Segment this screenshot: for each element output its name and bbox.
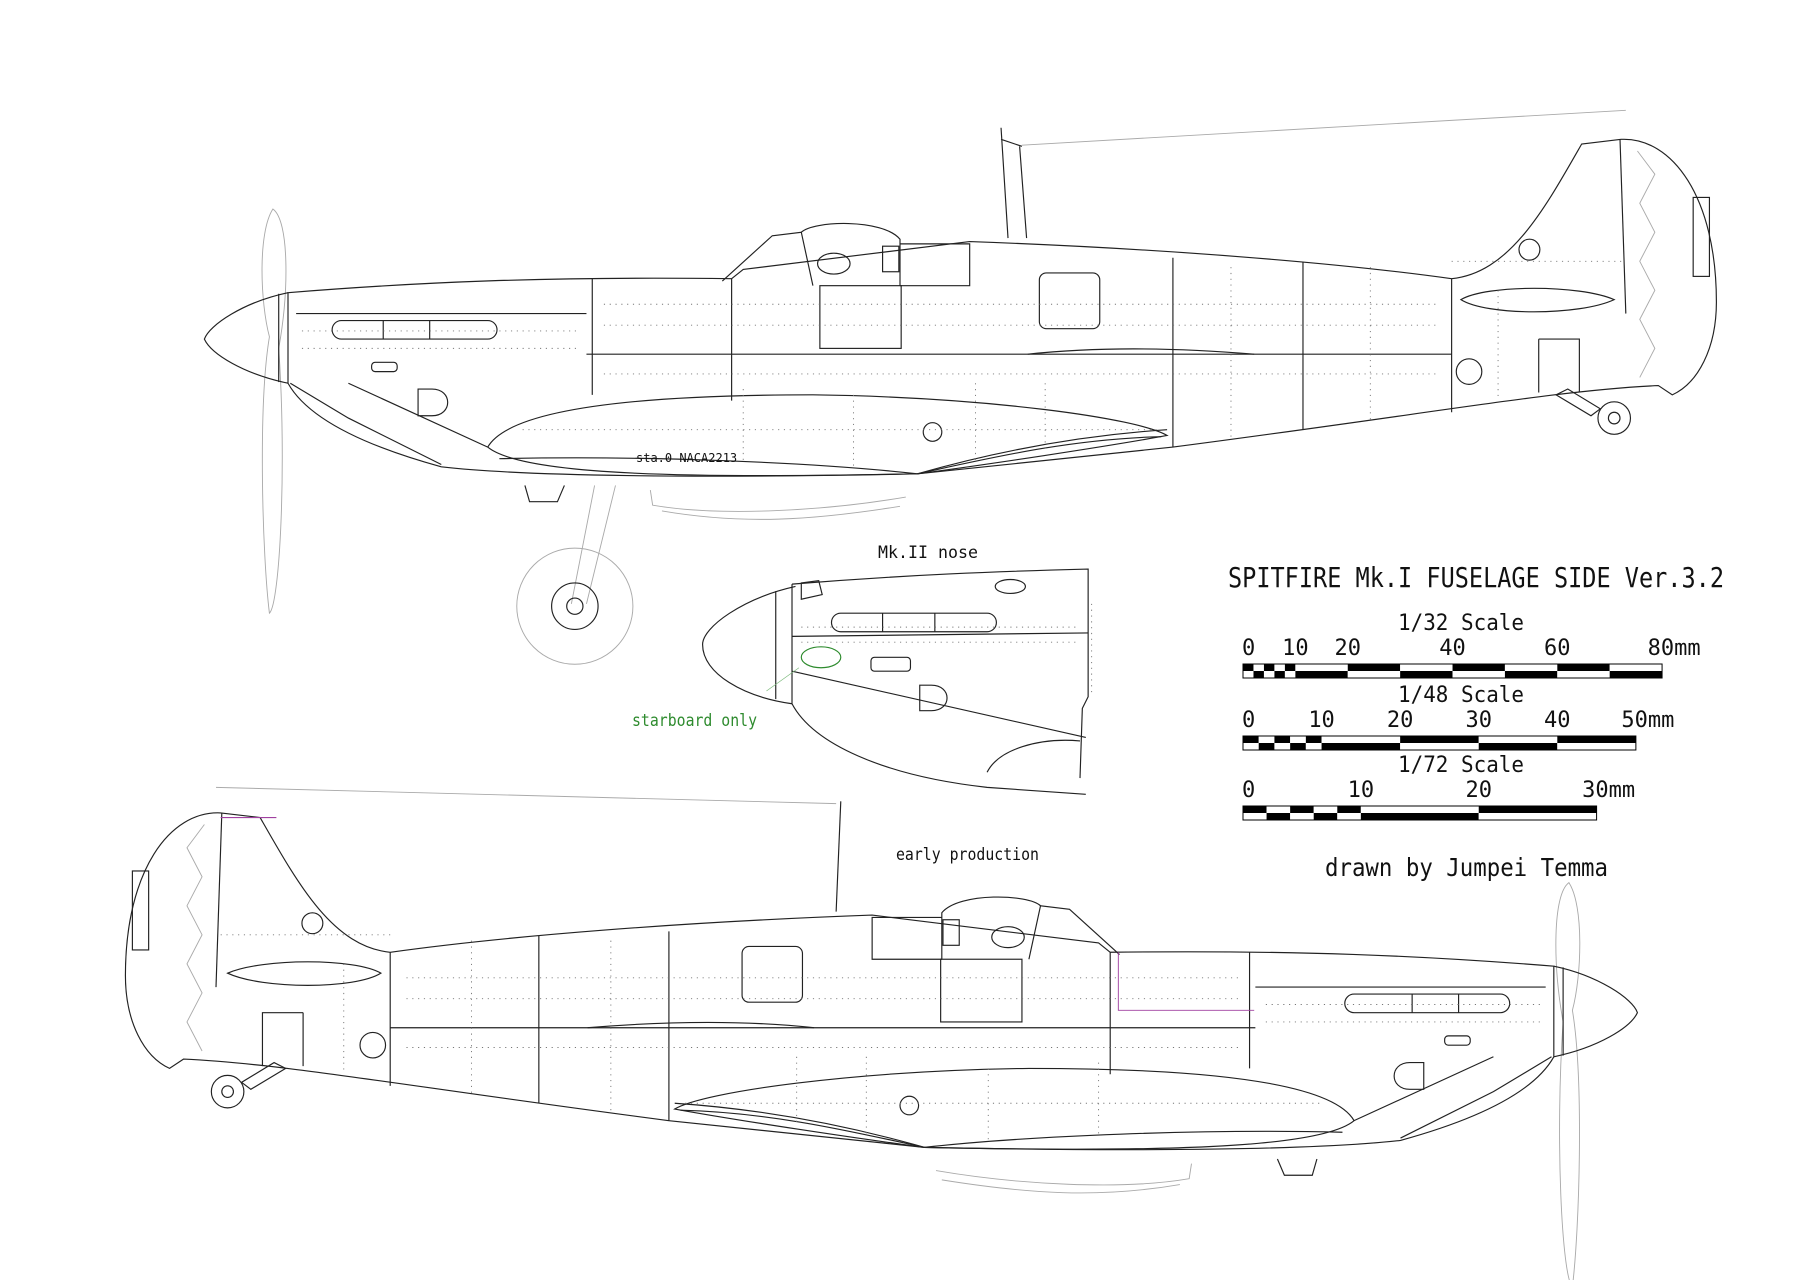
starboard-note: starboard only — [632, 711, 757, 731]
scale-segment — [1243, 664, 1254, 671]
scale-segment — [1400, 664, 1453, 671]
scale-segment — [1290, 743, 1306, 750]
scale-segment — [1337, 813, 1361, 820]
scale-segment — [1243, 743, 1259, 750]
scale-segment — [1452, 664, 1505, 671]
scale-bar-32: 1/32 Scale 0 10 20 40 60 80mm — [1242, 611, 1701, 679]
scale-segment — [1290, 736, 1306, 743]
scale-segment — [1295, 671, 1348, 678]
scale-segment — [1266, 806, 1291, 813]
scale-segment — [1360, 813, 1479, 820]
scale-segment — [1478, 806, 1597, 813]
scale-segment — [1290, 813, 1314, 820]
scale-segment — [1321, 736, 1401, 743]
scale-segment — [1274, 736, 1291, 743]
scale-segment — [1263, 664, 1275, 671]
scale-segment — [1478, 736, 1558, 743]
scale-bar-frame — [1242, 663, 1663, 679]
scale-tick-label: 10 — [1308, 708, 1335, 733]
upper-side-view — [203, 109, 1717, 665]
scale-segment — [1400, 736, 1479, 743]
scale-segment — [1266, 813, 1291, 820]
scale-segment — [1274, 664, 1285, 671]
author-credit: drawn by Jumpei Temma — [1325, 853, 1608, 882]
scale-segment — [1609, 664, 1663, 671]
scale-tick-label: 0 — [1242, 778, 1255, 803]
scale-tick-label: 30 — [1465, 708, 1492, 733]
scale-segment — [1504, 671, 1558, 678]
scale-segment — [1258, 743, 1275, 750]
scale-segment — [1347, 671, 1401, 678]
scale-segment — [1295, 664, 1348, 671]
scale-bar-72: 1/72 Scale 0 10 20 30mm — [1242, 753, 1635, 821]
scale-tick-label: 20 — [1387, 708, 1414, 733]
scale-segment — [1258, 736, 1275, 743]
scale-tick-label: 40 — [1544, 708, 1571, 733]
aircraft-drawings — [124, 109, 1717, 1280]
station-label: sta.0 NACA2213 — [636, 451, 737, 465]
scale-segment — [1478, 743, 1558, 750]
scale-segment — [1557, 736, 1636, 743]
scale-segment — [1284, 664, 1296, 671]
scale-bar-frame — [1242, 805, 1598, 821]
scale-segment — [1504, 664, 1558, 671]
starboard-only-marker — [800, 646, 842, 669]
mk2-nose-inset — [702, 568, 1093, 795]
scale-segment — [1290, 806, 1314, 813]
scale-bar-frame — [1242, 735, 1637, 751]
scale-segment — [1284, 671, 1296, 678]
scale-segment — [1243, 736, 1259, 743]
scale-tick-label: 60 — [1544, 636, 1571, 661]
inset-label: Mk.II nose — [878, 543, 978, 563]
scale-segment — [1313, 813, 1338, 820]
scale-segment — [1313, 806, 1338, 813]
scale-segment — [1243, 806, 1267, 813]
scale-segment — [1263, 671, 1275, 678]
scale-segment — [1400, 671, 1453, 678]
scale-segment — [1557, 671, 1610, 678]
scale-segment — [1360, 806, 1479, 813]
scale-tick-label: 20 — [1465, 778, 1492, 803]
scale-segment — [1557, 743, 1636, 750]
scale-segment — [1253, 664, 1264, 671]
scale-title: 1/72 Scale — [1398, 753, 1524, 778]
early-production-label: early production — [896, 845, 1039, 865]
scale-tick-label: 0 — [1242, 708, 1255, 733]
lower-side-view — [124, 786, 1639, 1280]
scale-segment — [1274, 671, 1285, 678]
scale-tick-label: 40 — [1439, 636, 1466, 661]
scale-title: 1/32 Scale — [1398, 611, 1524, 636]
scale-segment — [1478, 813, 1597, 820]
scale-segment — [1557, 664, 1610, 671]
main-landing-gear — [516, 485, 634, 665]
scale-segment — [1305, 736, 1322, 743]
scale-segment — [1609, 671, 1663, 678]
scale-tick-label: 50mm — [1621, 708, 1674, 733]
scale-tick-label: 10 — [1348, 778, 1375, 803]
scale-title: 1/48 Scale — [1398, 683, 1524, 708]
scale-segment — [1274, 743, 1291, 750]
scale-bar-48: 1/48 Scale 0 10 20 30 40 50mm — [1242, 683, 1674, 751]
scale-tick-label: 30mm — [1582, 778, 1635, 803]
scale-segment — [1452, 671, 1505, 678]
scale-segment — [1400, 743, 1479, 750]
scale-segment — [1253, 671, 1264, 678]
scale-segment — [1243, 671, 1254, 678]
scale-tick-label: 80mm — [1648, 636, 1701, 661]
scale-tick-label: 10 — [1282, 636, 1309, 661]
scale-segment — [1321, 743, 1401, 750]
scale-segment — [1347, 664, 1401, 671]
scale-segment — [1337, 806, 1361, 813]
sheet-title: SPITFIRE Mk.I FUSELAGE SIDE Ver.3.2 — [1228, 561, 1724, 594]
scale-bars: 1/32 Scale 0 10 20 40 60 80mm 1/48 Scale 0 10 20 30… — [1242, 611, 1701, 821]
scale-segment — [1243, 813, 1267, 820]
scale-tick-label: 20 — [1335, 636, 1362, 661]
scale-tick-label: 0 — [1242, 636, 1255, 661]
scale-segment — [1305, 743, 1322, 750]
